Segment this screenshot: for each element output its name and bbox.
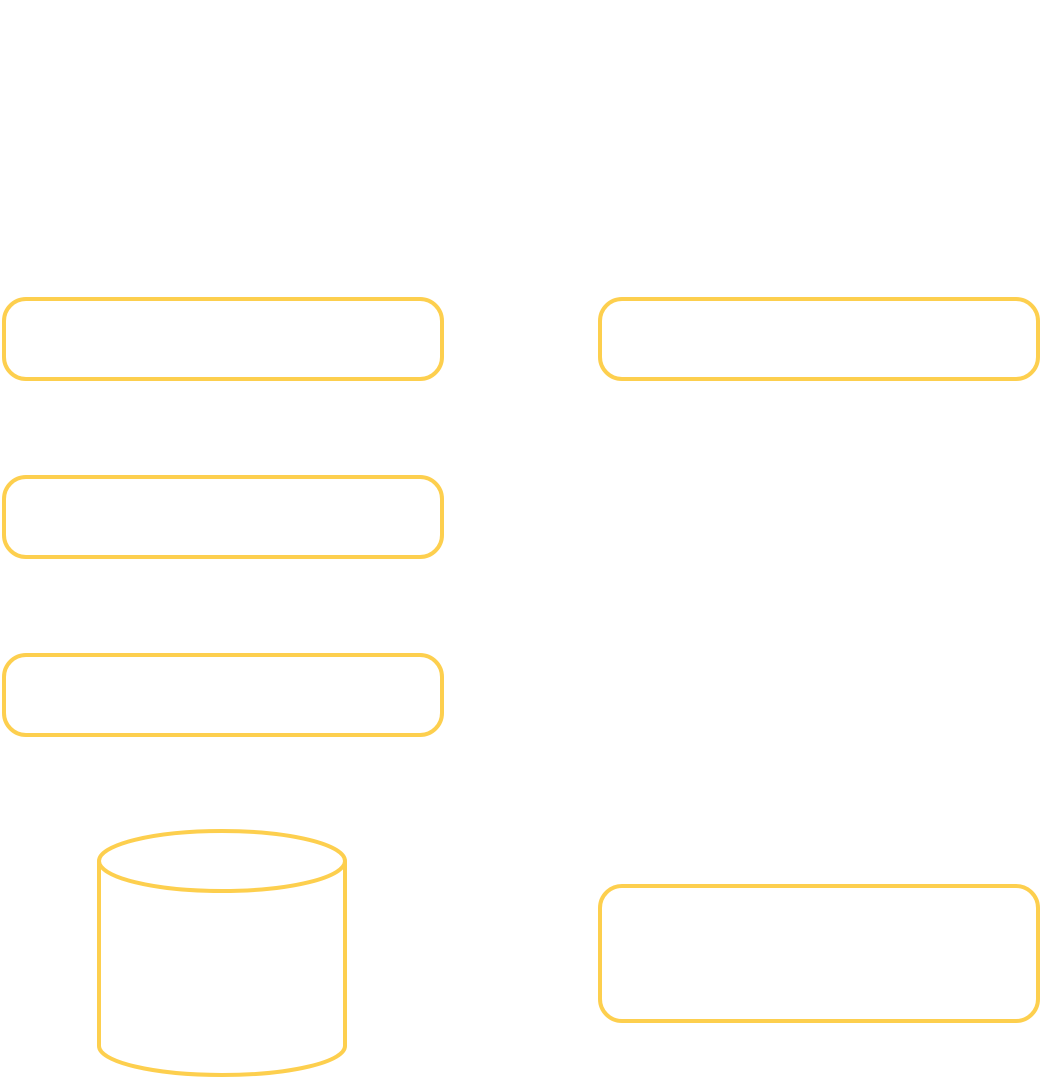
cylinder-body: [97, 861, 347, 1077]
box-left-2-shape: [2, 475, 444, 559]
database-cylinder: [97, 829, 347, 1077]
box-right-2-shape: [598, 884, 1040, 1023]
box-right-1-shape: [598, 297, 1040, 381]
box-right-1: [598, 297, 1040, 381]
box-left-3: [2, 653, 444, 737]
box-left-1-shape: [2, 297, 444, 381]
box-left-1: [2, 297, 444, 381]
box-left-3-shape: [2, 653, 444, 737]
cylinder-top: [97, 829, 347, 893]
box-left-2: [2, 475, 444, 559]
box-right-2: [598, 884, 1040, 1023]
